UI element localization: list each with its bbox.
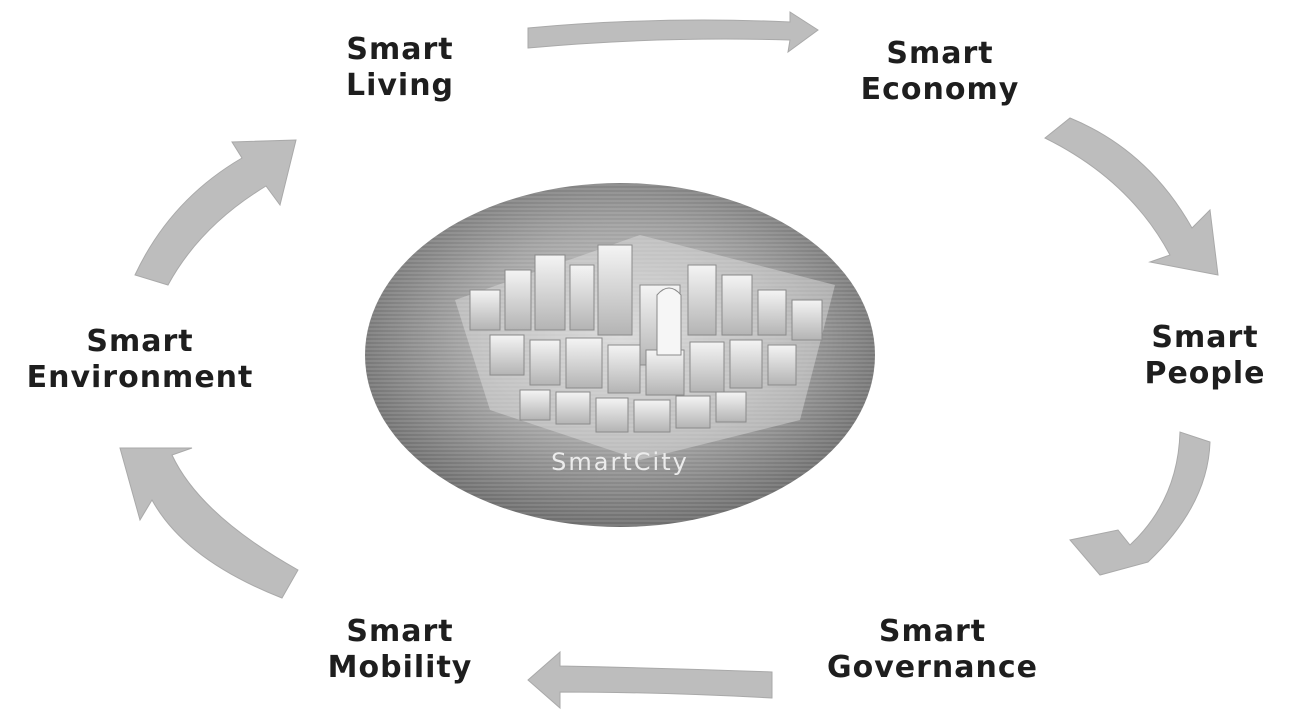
node-label-line2: Living [345, 68, 455, 103]
node-label-line2: Environment [26, 360, 254, 395]
arrow-economy-to-people [1044, 117, 1219, 276]
arrow-governance-to-mobility [527, 650, 773, 710]
node-label-line2: Economy [860, 72, 1020, 107]
node-label-line1: Smart [886, 36, 994, 71]
city-illustration [455, 235, 835, 460]
node-label-line1: Smart [1151, 320, 1259, 355]
node-smart-environment: Smart Environment [0, 324, 280, 396]
node-smart-people: Smart People [1120, 320, 1290, 392]
node-label-line1: Smart [86, 324, 194, 359]
node-smart-mobility: Smart Mobility [300, 614, 500, 686]
node-smart-economy: Smart Economy [830, 36, 1050, 108]
node-label-line1: Smart [346, 32, 454, 67]
node-smart-living: Smart Living [300, 32, 500, 104]
arrow-mobility-to-environment [119, 447, 299, 599]
arrow-living-to-economy [527, 11, 819, 54]
node-label-line2: Governance [826, 650, 1039, 685]
node-label-line2: Mobility [327, 650, 473, 685]
node-label-line1: Smart [878, 614, 987, 649]
node-label-line1: Smart [346, 614, 454, 649]
arrow-environment-to-living [134, 139, 297, 286]
node-label-line2: People [1144, 356, 1266, 391]
arrow-people-to-governance [1069, 431, 1211, 576]
node-smart-governance: Smart Governance [800, 614, 1065, 686]
center-label: SmartCity [551, 448, 689, 476]
